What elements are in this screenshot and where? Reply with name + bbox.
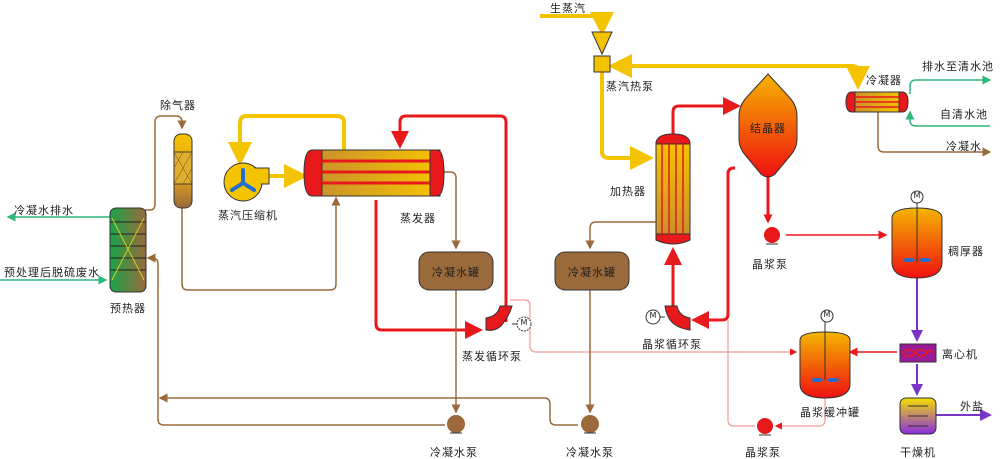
motor-icon [910, 190, 924, 204]
label-evap-circ-pump: 蒸发循环泵 [462, 350, 522, 363]
steam-heat-pump[interactable] [591, 31, 613, 73]
motor-icon [820, 309, 834, 323]
vapor-compressor[interactable] [223, 162, 270, 202]
evap-circulation-pump[interactable] [485, 305, 532, 332]
label-slurry-pump-1: 晶浆泵 [752, 258, 788, 271]
condensate-tank-1[interactable] [418, 251, 494, 291]
label-condensate-pump-1: 冷凝水泵 [430, 446, 478, 459]
label-condenser: 冷凝器 [866, 74, 902, 87]
centrifuge[interactable] [899, 343, 937, 363]
motor-icon [516, 316, 532, 332]
condensate-lines [145, 110, 992, 426]
label-from-clear-pool: 自清水池 [940, 108, 988, 121]
slurry-pump-1[interactable] [764, 227, 780, 245]
label-thickener: 稠厚器 [948, 245, 984, 258]
thin-liquor-lines [763, 180, 897, 357]
product-lines [911, 276, 992, 421]
condensate-tank-2[interactable] [554, 251, 630, 291]
light-liquor-lines [510, 299, 826, 430]
label-pretreated-wastewater: 预处理后脱硫废水 [4, 266, 100, 279]
label-evaporator: 蒸发器 [400, 212, 436, 225]
label-dryer: 干燥机 [900, 446, 936, 459]
dryer[interactable] [899, 397, 937, 435]
slurry-pump-2[interactable] [757, 418, 773, 436]
label-slurry-pump-2: 晶浆泵 [745, 446, 781, 459]
label-heater: 加热器 [610, 185, 646, 198]
water-lines [0, 75, 992, 285]
motor-label: M [823, 310, 831, 319]
motor-label: M [913, 191, 921, 200]
slurry-buffer-tank[interactable] [799, 309, 851, 399]
label-salt-out: 外盐 [960, 400, 984, 413]
label-condensate-tank-2: 冷凝水罐 [568, 266, 616, 279]
label-live-steam: 生蒸汽 [550, 2, 586, 15]
crystallizer[interactable] [738, 73, 798, 178]
label-steam-heat-pump: 蒸汽热泵 [606, 80, 654, 93]
label-condensate-drain: 冷凝水排水 [14, 204, 74, 217]
motor-label: M [649, 311, 657, 320]
label-deaerator: 除气器 [160, 99, 196, 112]
label-crystallizer: 结晶器 [750, 122, 786, 135]
label-preheater: 预热器 [110, 302, 146, 315]
thickener[interactable] [891, 190, 943, 279]
label-slurry-buffer-tank: 晶浆缓冲罐 [800, 406, 860, 419]
motor-label: M [520, 318, 528, 327]
heater[interactable] [655, 133, 691, 245]
steam-lines [228, 12, 870, 188]
label-condensate-water: 冷凝水 [946, 140, 982, 153]
evaporator[interactable] [303, 149, 445, 197]
deaerator[interactable] [173, 133, 193, 209]
crystal-circulation-pump[interactable] [645, 305, 691, 331]
label-crystal-circ-pump: 晶浆循环泵 [642, 338, 702, 351]
label-vapor-compressor: 蒸汽压缩机 [218, 209, 278, 222]
condensate-pump-1[interactable] [447, 415, 465, 434]
motor-icon [645, 309, 661, 325]
label-condensate-pump-2: 冷凝水泵 [566, 446, 614, 459]
condenser[interactable] [845, 91, 909, 113]
label-condensate-tank-1: 冷凝水罐 [432, 266, 480, 279]
condensate-pump-2[interactable] [581, 415, 599, 434]
label-centrifuge: 离心机 [942, 348, 978, 361]
label-to-clear-pool: 排水至清水池 [922, 60, 994, 73]
preheater[interactable] [109, 207, 147, 293]
